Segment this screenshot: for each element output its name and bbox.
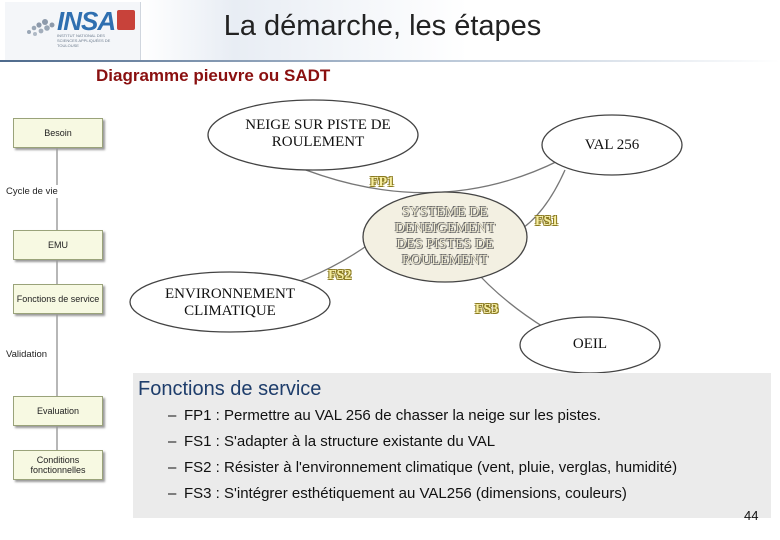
list-item: –FS1 : S'adapter à la structure existant… bbox=[168, 433, 496, 450]
list-item: –FS2 : Résister à l'environnement climat… bbox=[168, 459, 678, 476]
sidebar-box-besoin: Besoin bbox=[13, 118, 103, 148]
sidebar-box-conditions: Conditions fonctionnelles bbox=[13, 450, 103, 480]
node-ellipse-center bbox=[362, 191, 528, 283]
function-tag-fp1: FP1 bbox=[370, 175, 395, 190]
logo-seal-icon bbox=[117, 10, 135, 30]
node-neige-label: NEIGE SUR PISTE DE ROULEMENT bbox=[245, 117, 391, 150]
function-tag-fs1: FS1 bbox=[535, 214, 559, 229]
function-tag-fs2: FS2 bbox=[328, 268, 352, 283]
sidebar-box-emu: EMU bbox=[13, 230, 103, 260]
logo-dots-icon bbox=[27, 19, 55, 36]
node-val-label: VAL 256 bbox=[584, 137, 640, 153]
node-ellipse-val bbox=[541, 114, 683, 176]
page-title: La démarche, les étapes bbox=[223, 10, 542, 42]
node-oeil-label: OEIL bbox=[572, 336, 608, 352]
diagram-subtitle: Diagramme pieuvre ou SADT bbox=[96, 66, 331, 85]
node-ellipse-env bbox=[129, 271, 331, 333]
logo-wordmark: INSA bbox=[57, 6, 116, 36]
insa-logo: INSA INSTITUT NATIONAL DES SCIENCES APPL… bbox=[5, 2, 141, 60]
function-tag-fs3: FS3 bbox=[475, 302, 499, 317]
fonctions-panel bbox=[133, 373, 771, 518]
sidebar-label-validation: Validation bbox=[4, 348, 50, 361]
sidebar-box-evaluation: Evaluation bbox=[13, 396, 103, 426]
fonctions-list: –FP1 : Permettre au VAL 256 de chasser l… bbox=[168, 407, 677, 511]
node-ellipse-neige bbox=[207, 99, 419, 171]
fonctions-title: Fonctions de service bbox=[138, 378, 322, 400]
node-center-label: SYSTEME DE DENEIGEMENT DES PISTES DE ROU… bbox=[394, 205, 496, 268]
node-env-label: ENVIRONNEMENT CLIMATIQUE bbox=[165, 286, 295, 319]
header-divider bbox=[0, 60, 780, 62]
sidebar-box-fonctions: Fonctions de service bbox=[13, 284, 103, 314]
sidebar-label-cycle: Cycle de vie bbox=[4, 185, 60, 198]
list-item: –FS3 : S'intégrer esthétiquement au VAL2… bbox=[168, 485, 627, 502]
list-item: –FP1 : Permettre au VAL 256 de chasser l… bbox=[168, 407, 601, 424]
logo-subtext: INSTITUT NATIONAL DES SCIENCES APPLIQUÉE… bbox=[57, 33, 111, 48]
page-number: 44 bbox=[744, 508, 759, 523]
